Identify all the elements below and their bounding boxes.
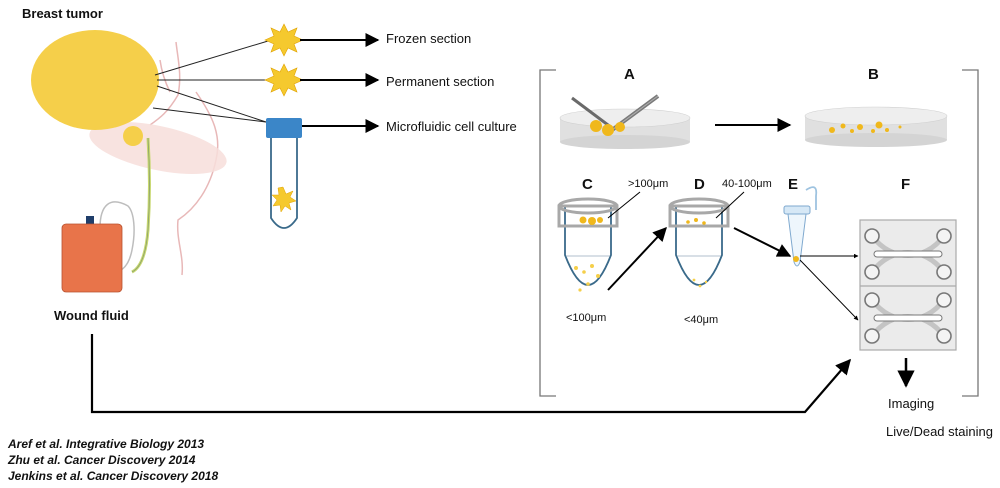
panel-e-eppendorf bbox=[783, 186, 818, 267]
panel-f-microfluidic-chip bbox=[859, 219, 957, 351]
reference-zhu: Zhu et al. Cancer Discovery 2014 bbox=[8, 453, 196, 467]
drainage-bag bbox=[61, 137, 151, 293]
small-tumor-nodule bbox=[123, 126, 143, 146]
panel-label-d: D bbox=[694, 176, 705, 193]
wound-fluid-to-chip-arrow bbox=[90, 334, 852, 414]
label-pointer-gt100 bbox=[607, 191, 641, 219]
sample-tube bbox=[266, 118, 302, 229]
permanent-tissue-starburst bbox=[264, 63, 304, 97]
tumor-sampling-lines bbox=[152, 40, 269, 123]
panel-c-filter-tube bbox=[557, 197, 619, 292]
arrow-e-to-chip-2 bbox=[799, 259, 859, 321]
microfluidic-culture-label: Microfluidic cell culture bbox=[386, 119, 517, 134]
breast-tumor-label: Breast tumor bbox=[22, 6, 103, 21]
size-label-40-100: 40-100μm bbox=[722, 178, 772, 190]
panel-label-c: C bbox=[582, 176, 593, 193]
panel-label-b: B bbox=[868, 66, 879, 83]
references: Aref et al. Integrative Biology 2013 Zhu… bbox=[8, 436, 218, 484]
imaging-label: Imaging bbox=[888, 396, 935, 411]
label-pointer-40-100 bbox=[715, 191, 745, 219]
wound-fluid-label: Wound fluid bbox=[54, 308, 129, 323]
arrow-d-to-e bbox=[733, 227, 792, 257]
panel-label-a: A bbox=[624, 66, 635, 83]
size-label-lt100: <100μm bbox=[566, 312, 607, 324]
frozen-section-label: Frozen section bbox=[386, 31, 472, 46]
panel-a-dish bbox=[559, 94, 691, 149]
breast-tumor bbox=[31, 30, 159, 130]
right-bracket bbox=[962, 69, 979, 397]
panel-b-dish bbox=[804, 106, 948, 147]
panel-label-e: E bbox=[788, 176, 799, 193]
permanent-section-label: Permanent section bbox=[386, 74, 495, 89]
frozen-tissue-starburst bbox=[264, 23, 304, 57]
size-label-lt40: <40μm bbox=[684, 314, 719, 326]
live-dead-staining-label: Live/Dead staining bbox=[886, 424, 993, 439]
reference-jenkins: Jenkins et al. Cancer Discovery 2018 bbox=[8, 469, 219, 483]
arrow-c-to-d bbox=[607, 226, 667, 291]
panel-d-filter-tube bbox=[668, 197, 730, 288]
panel-label-f: F bbox=[901, 176, 911, 193]
left-bracket bbox=[539, 69, 556, 397]
reference-aref: Aref et al. Integrative Biology 2013 bbox=[8, 437, 205, 451]
size-label-gt100: >100μm bbox=[628, 178, 669, 190]
